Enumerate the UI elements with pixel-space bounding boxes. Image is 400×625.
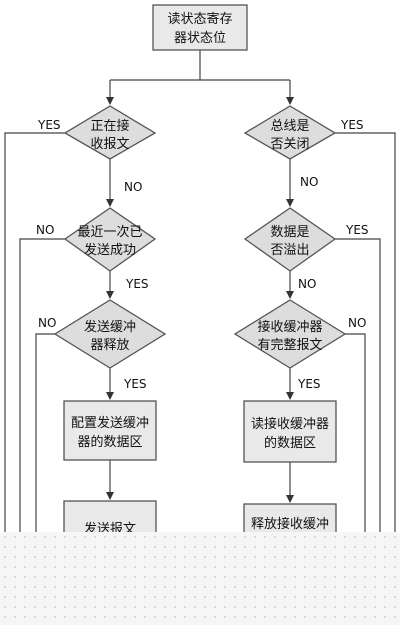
label-bus-yes: YES (340, 118, 364, 132)
decision-recv-msg-line1: 正在接 (90, 118, 129, 134)
node-start-line2: 器状态位 (174, 31, 226, 46)
process-read-rx-line1: 读接收缓冲器 (251, 416, 329, 432)
decision-rx-buf-full-line1: 接收缓冲器 (257, 319, 322, 335)
decision-tx-buf-release-line1: 发送缓冲 (84, 319, 136, 335)
node-start-line1: 读状态寄存 (167, 11, 232, 27)
decision-tx-buf-release-line2: 器释放 (90, 338, 129, 353)
label-bus-no: NO (300, 175, 318, 189)
connector-bus-yes-loop (335, 132, 396, 535)
label-overflow-no: NO (298, 277, 316, 291)
label-recv-yes: YES (37, 118, 61, 132)
decision-data-overflow: 数据是 否溢出 (243, 207, 337, 272)
process-config-tx-line1: 配置发送缓冲 (71, 415, 149, 431)
watermark-overlay (0, 532, 400, 625)
decision-rx-buf-full: 接收缓冲器 有完整报文 (233, 299, 347, 369)
decision-recv-msg-line2: 收报文 (90, 137, 129, 152)
process-config-tx-line2: 器的数据区 (77, 434, 142, 450)
decision-bus-off-line1: 总线是 (270, 119, 309, 134)
process-release-rx-line1: 释放接收缓冲 (251, 516, 329, 532)
process-read-rx: 读接收缓冲器 的数据区 (243, 400, 337, 463)
decision-data-overflow-line1: 数据是 (270, 225, 309, 240)
decision-recv-msg: 正在接 收报文 (63, 105, 157, 160)
label-txrel-yes: YES (123, 377, 147, 391)
label-txrel-no: NO (38, 316, 56, 330)
edge-labels: YES NO YES NO NO YES YES NO NO YES NO YE… (36, 118, 369, 391)
connector-sendok-no-loop (19, 238, 65, 535)
process-config-tx: 配置发送缓冲 器的数据区 (63, 400, 157, 461)
node-start: 读状态寄存 器状态位 (152, 4, 248, 51)
label-rxfull-no: NO (348, 316, 366, 330)
decision-bus-off: 总线是 否关闭 (243, 105, 337, 160)
label-recv-no: NO (124, 180, 142, 194)
connector-rxfull-no-loop (345, 333, 366, 535)
connectors (4, 50, 396, 535)
label-sendok-yes: YES (125, 277, 149, 291)
label-overflow-yes: YES (345, 223, 369, 237)
decision-last-send-ok: 最近一次已 发送成功 (63, 207, 157, 272)
decision-bus-off-line2: 否关闭 (270, 137, 309, 152)
label-rxfull-yes: YES (297, 377, 321, 391)
connector-overflow-yes-loop (335, 238, 381, 535)
decision-last-send-ok-line1: 最近一次已 (77, 224, 142, 240)
connector-recv-yes-loop (4, 132, 65, 535)
decision-rx-buf-full-line2: 有完整报文 (257, 338, 322, 353)
decision-tx-buf-release: 发送缓冲 器释放 (53, 299, 167, 369)
connector-txrel-no-loop (35, 333, 55, 535)
process-read-rx-line2: 的数据区 (264, 435, 316, 451)
decision-last-send-ok-line2: 发送成功 (84, 242, 136, 258)
label-sendok-no: NO (36, 223, 54, 237)
decision-data-overflow-line2: 否溢出 (270, 243, 309, 258)
